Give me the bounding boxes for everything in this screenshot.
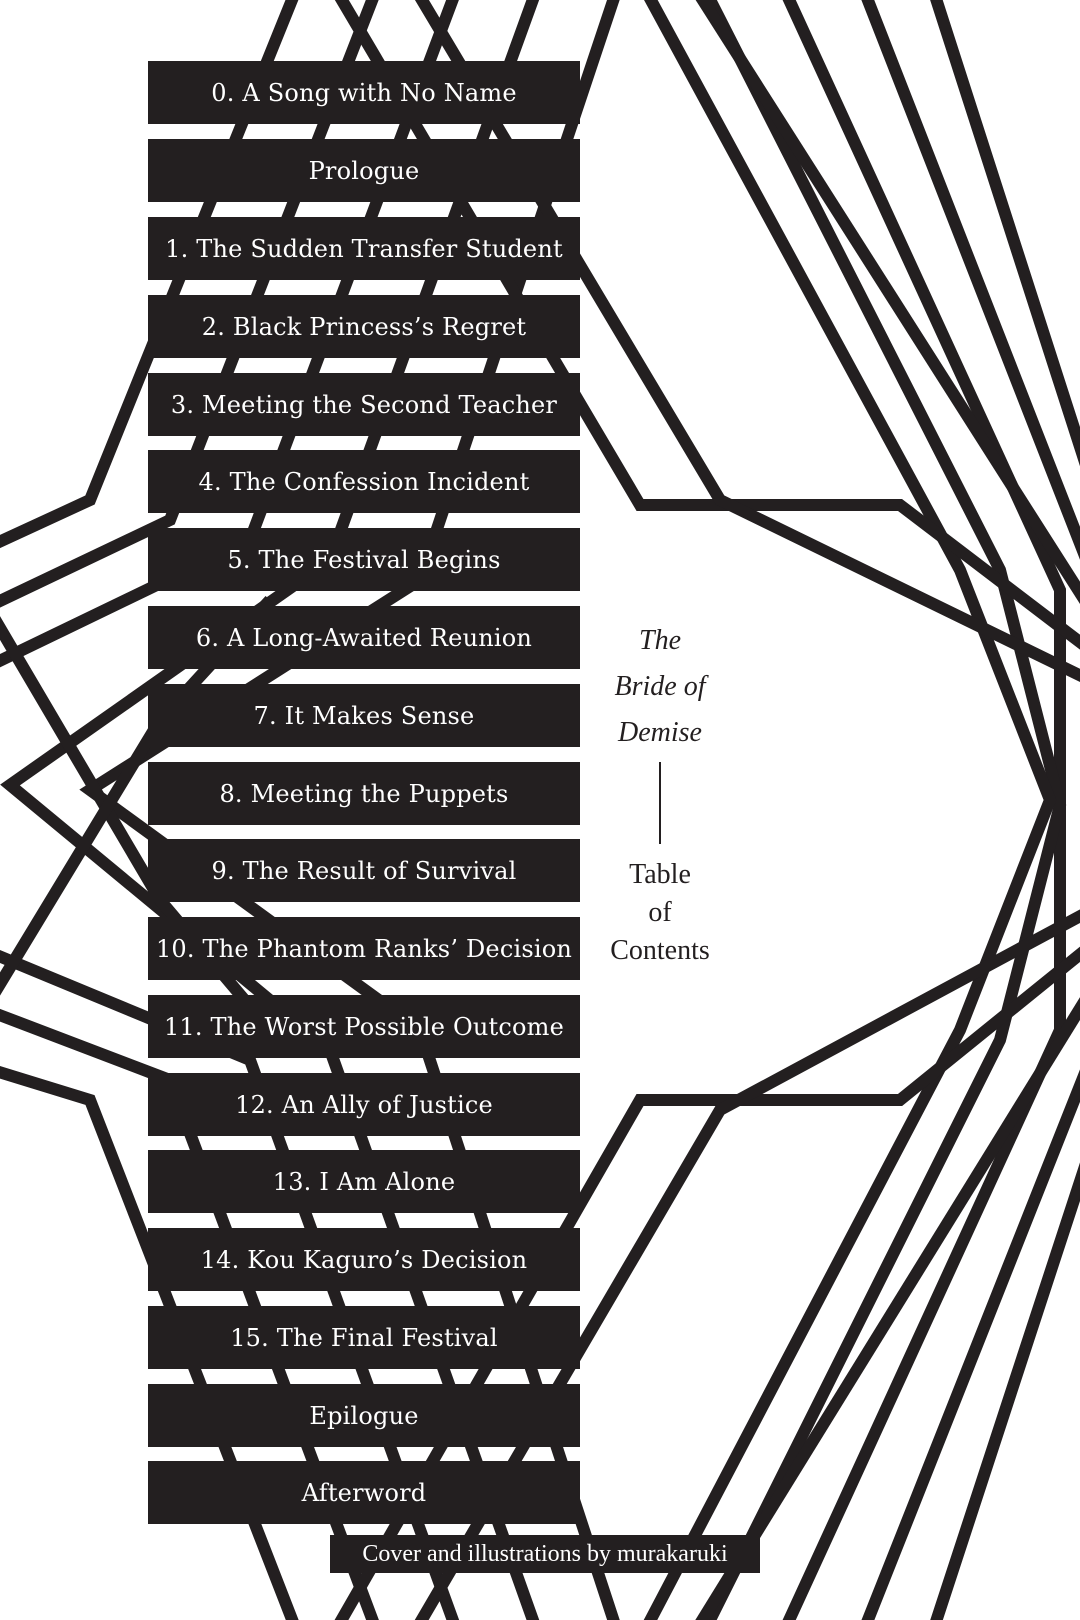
toc-entry-chapter-11[interactable]: 11. The Worst Possible Outcome (148, 995, 580, 1058)
toc-entry-chapter-9[interactable]: 9. The Result of Survival (148, 839, 580, 902)
toc-entry-chapter-4[interactable]: 4. The Confession Incident (148, 450, 580, 513)
illustration-credit: Cover and illustrations by murakaruki (330, 1535, 760, 1573)
book-title-line-2: Bride of (614, 671, 706, 702)
toc-entry-chapter-10[interactable]: 10. The Phantom Ranks’ Decision (148, 917, 580, 980)
toc-entry-chapter-2[interactable]: 2. Black Princess’s Regret (148, 295, 580, 358)
book-title-line-1: The (639, 625, 681, 656)
decorative-strand (695, 0, 1080, 605)
toc-heading-line-3: Contents (610, 935, 710, 966)
toc-entry-chapter-12[interactable]: 12. An Ally of Justice (148, 1073, 580, 1136)
decorative-strand (695, 997, 1080, 1620)
toc-heading-line-1: Table (629, 859, 691, 890)
toc-entry-afterword[interactable]: Afterword (148, 1461, 580, 1524)
toc-entry-chapter-5[interactable]: 5. The Festival Begins (148, 528, 580, 591)
toc-heading-line-2: of (648, 897, 672, 928)
toc-entry-chapter-15[interactable]: 15. The Final Festival (148, 1306, 580, 1369)
toc-entry-chapter-7[interactable]: 7. It Makes Sense (148, 684, 580, 747)
decorative-strand (334, 946, 1080, 1620)
toc-entry-chapter-6[interactable]: 6. A Long-Awaited Reunion (148, 606, 580, 669)
title-divider (659, 762, 661, 844)
toc-entry-chapter-14[interactable]: 14. Kou Kaguro’s Decision (148, 1228, 580, 1291)
toc-entry-chapter-8[interactable]: 8. Meeting the Puppets (148, 762, 580, 825)
book-title-line-3: Demise (618, 717, 702, 748)
title-block: The Bride of Demise Table of Contents (585, 618, 735, 970)
toc-entry-chapter-13[interactable]: 13. I Am Alone (148, 1150, 580, 1213)
toc-entry-chapter-3[interactable]: 3. Meeting the Second Teacher (148, 373, 580, 436)
toc-entry-chapter-1[interactable]: 1. The Sudden Transfer Student (148, 217, 580, 280)
toc-entry-chapter-0[interactable]: 0. A Song with No Name (148, 61, 580, 124)
toc-entry-epilogue[interactable]: Epilogue (148, 1384, 580, 1447)
toc-entry-prologue[interactable]: Prologue (148, 139, 580, 202)
